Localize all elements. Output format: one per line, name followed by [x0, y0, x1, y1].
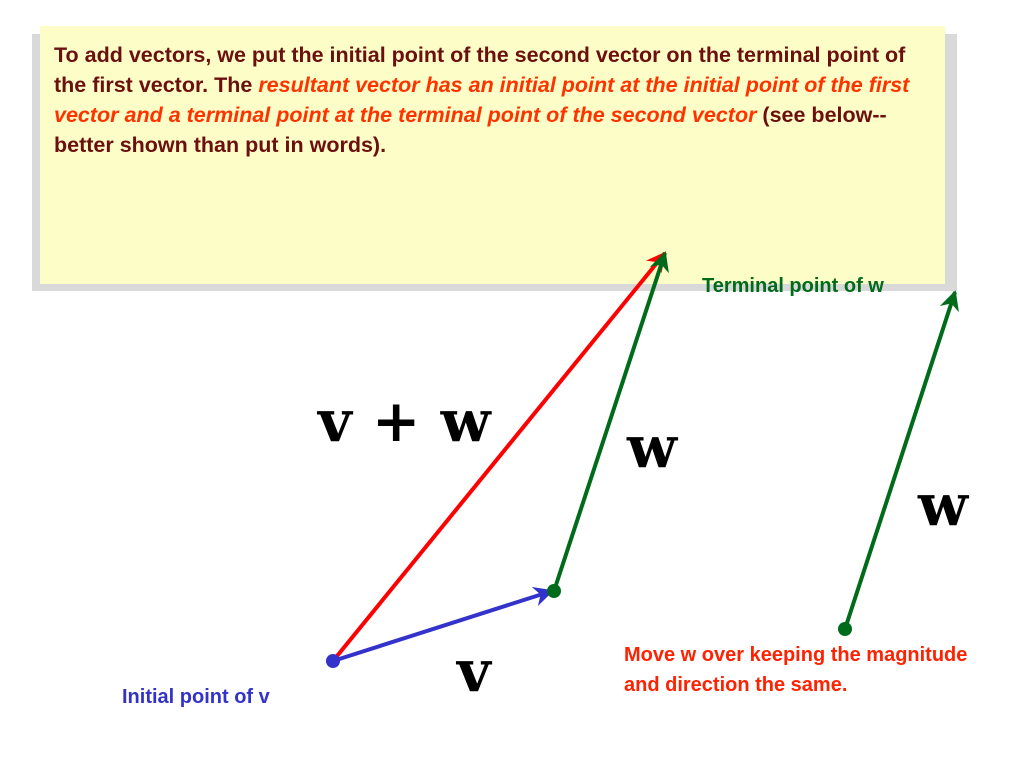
- initial-point-w-dot: [547, 584, 561, 598]
- moved-w-symbol: w: [918, 471, 968, 539]
- move-note-label: Move w over keeping the magnitude and di…: [624, 644, 968, 696]
- vector-v-arrow: [332, 586, 554, 663]
- note-text-outro: (see below--better shown than put in wor…: [54, 103, 887, 157]
- w-symbol: w: [627, 413, 677, 481]
- v-symbol: v: [457, 637, 491, 705]
- moved-vector-w-arrow: [843, 290, 959, 630]
- explanation-note: To add vectors, we put the initial point…: [40, 26, 945, 284]
- initial-point-label: Initial point of v: [122, 686, 270, 708]
- note-text-emphasis: resultant vector has an initial point at…: [54, 73, 910, 127]
- sum-symbol: v + w: [318, 387, 491, 455]
- note-text-intro: To add vectors, we put the initial point…: [54, 43, 906, 97]
- initial-point-v-dot: [326, 654, 340, 668]
- moved-w-initial-dot: [838, 622, 852, 636]
- vector-w-arrow: [552, 251, 669, 592]
- terminal-point-label: Terminal point of w: [702, 275, 884, 297]
- resultant-vector-arrow: [331, 251, 667, 663]
